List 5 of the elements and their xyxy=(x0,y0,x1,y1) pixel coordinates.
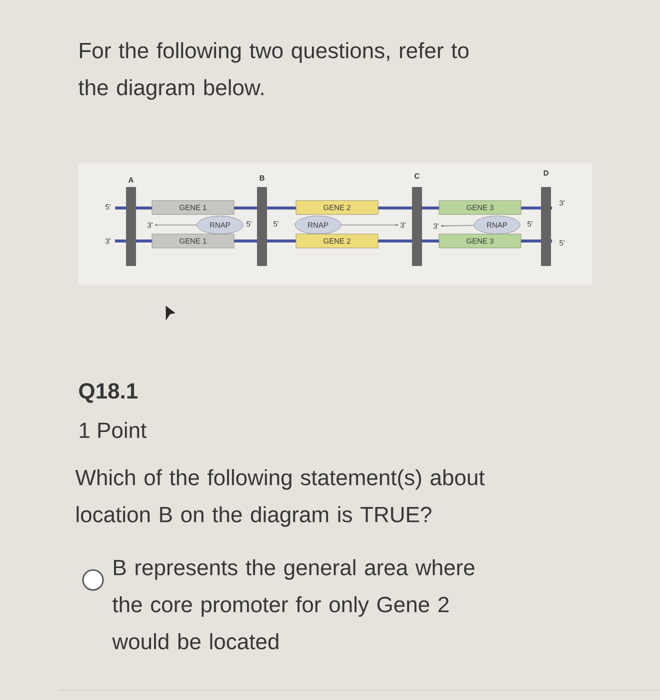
points-text: 1 Point xyxy=(80,422,146,438)
option-text: B represents the general area where the core promoter for only Gene 2 would be located xyxy=(112,559,474,650)
instruction-text: For the following two questions, refer to the diagram below. xyxy=(78,42,468,100)
question-number: Q18.1 xyxy=(79,383,138,403)
question-text: Which of the following statement(s) about location B on the diagram is TRUE? xyxy=(75,469,485,527)
